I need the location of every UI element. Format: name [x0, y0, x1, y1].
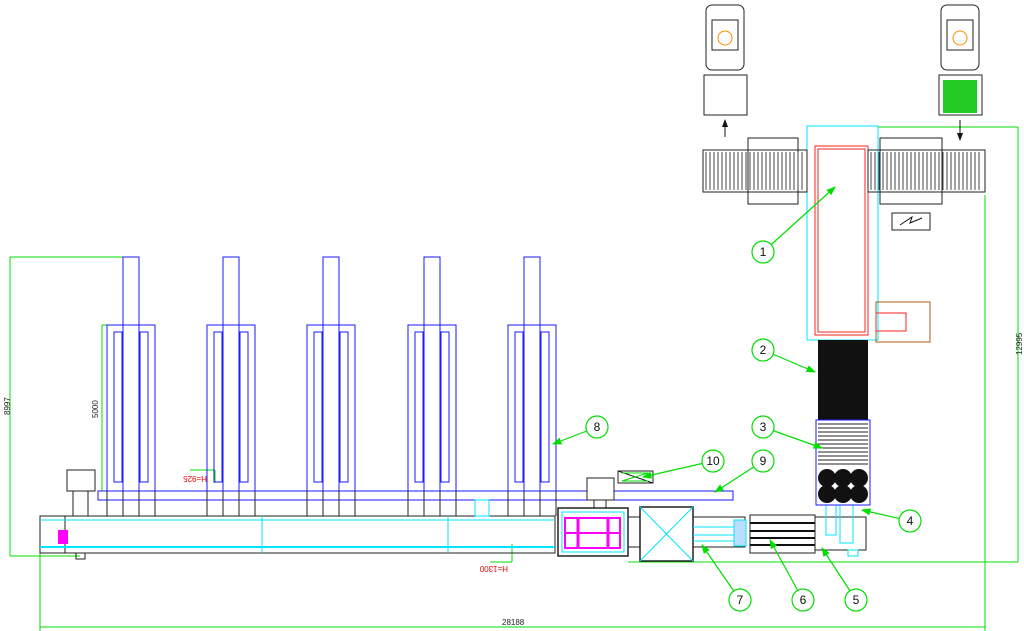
callout-circle: [898, 509, 922, 533]
callout-8: 8: [551, 415, 609, 445]
callout-7: 7: [701, 544, 752, 612]
dim-total-length: 28188: [502, 618, 525, 627]
dryer-body: [507, 324, 557, 492]
dryer-tower: [306, 256, 356, 516]
callouts: 1 2 3 4 5 6 7 8 9 10: [551, 186, 922, 612]
feed-line: [806, 125, 931, 506]
truck-incoming: [938, 4, 983, 141]
dryer-duct: [139, 331, 149, 483]
callout-circle: [844, 588, 868, 612]
dryer-duct: [339, 331, 349, 483]
callout-number: 5: [853, 593, 860, 607]
dryer-duct: [239, 331, 249, 483]
dryer-tower: [507, 256, 557, 516]
dimension-lines: [9, 126, 1019, 631]
dryer-stack: [423, 256, 441, 326]
callout-3: 3: [751, 415, 824, 449]
callout-number: 7: [737, 593, 744, 607]
dryer-duct: [113, 331, 123, 483]
truck-outgoing: [703, 4, 748, 137]
callout-1: 1: [751, 186, 836, 264]
callout-number: 9: [760, 454, 767, 468]
stacker-unit: [733, 504, 867, 557]
bale-roll: [850, 485, 868, 503]
dryer-stack: [523, 256, 541, 326]
header-elevation-label: H=925: [183, 474, 207, 483]
header-pipe: [97, 490, 734, 501]
dryer-body: [106, 324, 156, 492]
callout-circle: [751, 415, 775, 439]
dryer-duct: [440, 331, 450, 483]
dryer-duct: [313, 331, 323, 483]
dryer-duct: [414, 331, 424, 483]
main-conveyor: [39, 469, 556, 560]
callout-6: 6: [769, 538, 815, 612]
press-unit: [557, 470, 654, 557]
callout-circle: [701, 449, 725, 473]
callout-circle: [585, 415, 609, 439]
callout-circle: [751, 240, 775, 264]
callout-number: 8: [594, 420, 601, 434]
callout-number: 1: [760, 245, 767, 259]
dim-dryer-height: 5000: [91, 400, 100, 418]
callout-number: 4: [907, 514, 914, 528]
callout-circle: [751, 449, 775, 473]
callout-number: 6: [800, 593, 807, 607]
dryer-duct: [540, 331, 550, 483]
dryer-body: [407, 324, 457, 492]
callout-2: 2: [751, 338, 817, 373]
callout-9: 9: [713, 449, 775, 493]
dryer-tower: [106, 256, 156, 516]
bale-roll: [818, 485, 836, 503]
dryer-towers: [106, 256, 557, 516]
callout-number: 2: [760, 343, 767, 357]
bale-roll: [818, 469, 836, 487]
dryer-stack: [222, 256, 240, 326]
callout-5: 5: [821, 546, 868, 612]
dryer-stack: [322, 256, 340, 326]
dryer-body: [206, 324, 256, 492]
bale-roll: [850, 469, 868, 487]
cooling-box: [627, 506, 746, 562]
leader-arrow: [641, 460, 714, 479]
callout-circle: [728, 588, 752, 612]
callout-10: 10: [641, 449, 725, 479]
callout-number: 3: [760, 420, 767, 434]
conveyor-elevation-label: H=1300: [479, 564, 508, 573]
dryer-tower: [407, 256, 457, 516]
top-conveyors: [702, 137, 986, 231]
dryer-duct: [514, 331, 524, 483]
callout-4: 4: [860, 508, 922, 533]
dim-left-height: 8997: [3, 397, 12, 415]
dryer-duct: [213, 331, 223, 483]
dryer-stack: [122, 256, 140, 326]
leader-arrow: [762, 186, 836, 253]
dryer-tower: [206, 256, 256, 516]
callout-circle: [751, 338, 775, 362]
bale-roll: [834, 469, 852, 487]
bale-roll: [834, 485, 852, 503]
callout-number: 10: [706, 454, 720, 468]
dryer-body: [306, 324, 356, 492]
dim-right-height: 12995: [1015, 332, 1024, 355]
callout-circle: [791, 588, 815, 612]
